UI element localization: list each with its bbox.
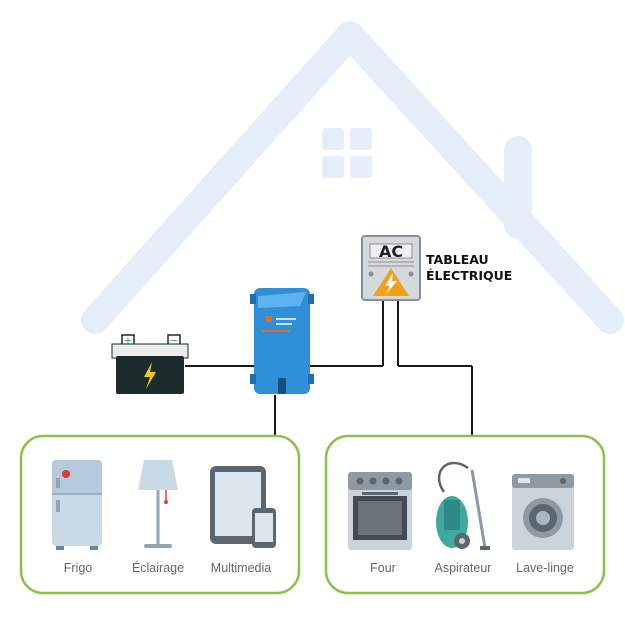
tablet-phone-icon	[210, 466, 276, 548]
house-outline	[81, 21, 624, 334]
item-label-multimedia: Multimedia	[211, 561, 271, 575]
fridge-icon	[52, 460, 102, 550]
item-label-frigo: Frigo	[64, 561, 93, 575]
item-label-lave-linge: Lave-linge	[516, 561, 574, 575]
electrical-panel-icon: AC	[361, 235, 421, 301]
svg-text:+: +	[123, 334, 132, 347]
panel-box-label: AC	[379, 242, 403, 261]
washing-machine-icon	[512, 474, 574, 550]
item-label-four: Four	[370, 561, 396, 575]
lamp-icon	[138, 460, 178, 548]
house-window-icon	[322, 128, 372, 178]
wires	[185, 300, 473, 436]
ac-appliance-group	[324, 434, 606, 595]
item-label-eclairage: Éclairage	[132, 560, 184, 575]
vacuum-icon	[436, 461, 490, 550]
oven-icon	[348, 472, 412, 550]
svg-text:−: −	[169, 334, 178, 347]
inverter-icon	[250, 288, 314, 394]
item-label-aspirateur: Aspirateur	[435, 561, 492, 575]
panel-title-line1: TABLEAU	[426, 252, 489, 267]
dc-appliance-group	[19, 434, 301, 595]
battery-icon: + −	[111, 334, 189, 394]
panel-title-line2: ÉLECTRIQUE	[426, 268, 512, 283]
